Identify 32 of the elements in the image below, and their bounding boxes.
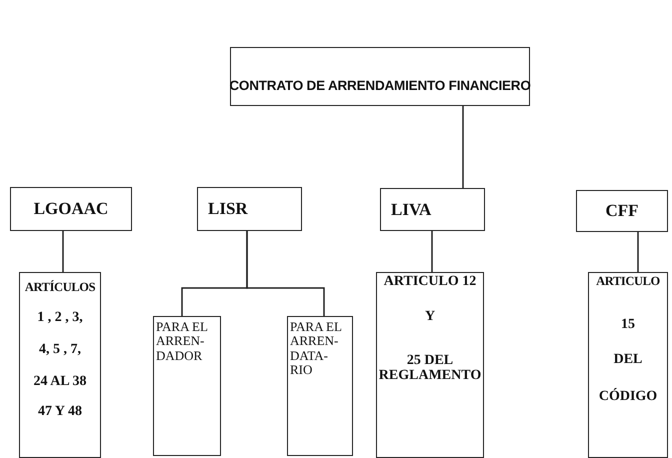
article-text: ARTICULO	[596, 275, 660, 288]
connector-line	[246, 231, 325, 316]
law-name: LGOAAC	[34, 199, 108, 219]
article-text: 15	[621, 318, 635, 333]
article-text: ARTÍCULOS	[24, 281, 96, 294]
article-text: 24 AL 38	[34, 374, 86, 390]
article-text: 47 Y 48	[38, 405, 82, 420]
law-name: LIVA	[391, 200, 432, 220]
scope-box	[153, 316, 221, 456]
article-text: 4, 5 , 7,	[39, 342, 81, 358]
article-text: 25 DEL REGLAMENTO	[378, 354, 482, 384]
article-text: DEL	[614, 352, 642, 368]
scope-text: PARA EL ARREN-DATA-RIO	[290, 320, 342, 378]
article-text: ARTICULO 12	[384, 275, 476, 290]
article-text: CÓDIGO	[598, 390, 658, 404]
connector-line	[431, 231, 433, 272]
article-text: 1 , 2 , 3,	[37, 311, 83, 326]
article-box	[376, 272, 484, 458]
scope-text: PARA EL ARREN-DADOR	[156, 320, 208, 363]
law-name: CFF	[605, 201, 639, 221]
law-box	[197, 187, 302, 231]
law-box	[10, 187, 132, 231]
scope-box	[287, 316, 353, 456]
law-box	[380, 188, 485, 231]
article-text: Y	[424, 310, 436, 324]
connector-line	[62, 231, 64, 272]
article-box	[19, 272, 101, 458]
connector-line	[637, 232, 639, 272]
law-box	[576, 190, 668, 232]
article-box	[588, 272, 668, 458]
connector-line	[462, 106, 464, 188]
law-name: LISR	[208, 199, 248, 219]
